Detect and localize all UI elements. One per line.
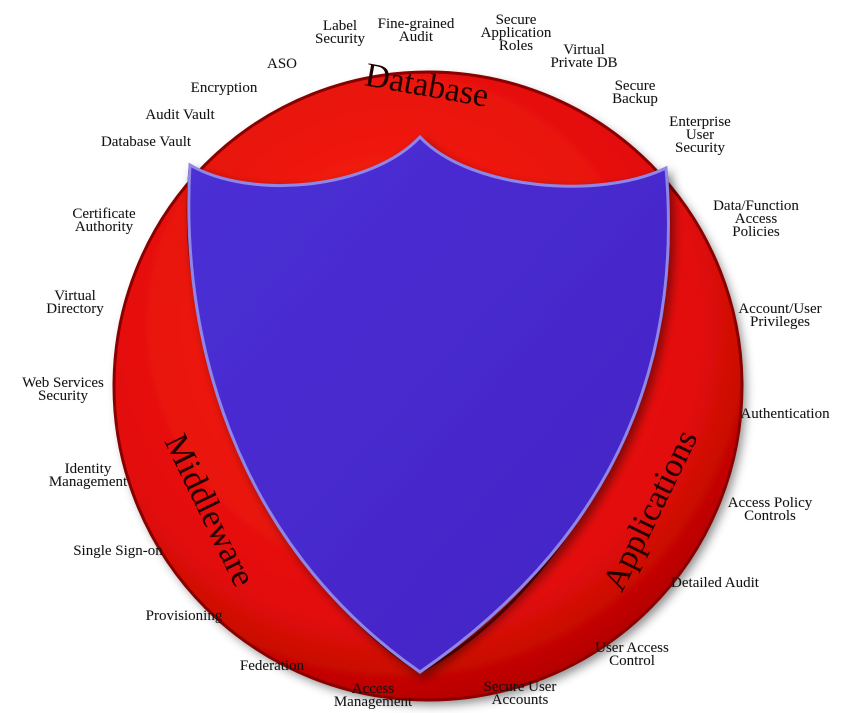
label-data-function-access-policies: Data/Function Access Policies: [700, 200, 812, 239]
label-access-management: Access Management: [318, 683, 428, 709]
label-virtual-private-db: Virtual Private DB: [538, 44, 630, 70]
label-fine-grained-audit: Fine-grained Audit: [370, 18, 462, 44]
label-detailed-audit: Detailed Audit: [652, 577, 778, 590]
label-audit-vault: Audit Vault: [130, 109, 230, 122]
label-aso: ASO: [262, 58, 302, 71]
label-provisioning: Provisioning: [128, 610, 240, 623]
label-secure-user-accounts: Secure User Accounts: [464, 681, 576, 707]
label-single-sign-on: Single Sign-on: [56, 545, 180, 558]
label-federation: Federation: [222, 660, 322, 673]
label-encryption: Encryption: [176, 82, 272, 95]
label-web-services-security: Web Services Security: [8, 377, 118, 403]
label-identity-management: Identity Management: [28, 463, 148, 489]
label-virtual-directory: Virtual Directory: [30, 290, 120, 316]
label-security: Label Security: [305, 20, 375, 46]
label-user-access-control: User Access Control: [576, 642, 688, 668]
label-access-policy-controls: Access Policy Controls: [708, 497, 832, 523]
label-secure-backup: Secure Backup: [603, 80, 667, 106]
label-authentication: Authentication: [728, 408, 842, 421]
label-enterprise-user-security: Enterprise User Security: [650, 116, 750, 155]
label-database-vault: Database Vault: [80, 136, 212, 149]
label-account-user-privileges: Account/User Privileges: [722, 303, 838, 329]
label-certificate-authority: Certificate Authority: [52, 208, 156, 234]
